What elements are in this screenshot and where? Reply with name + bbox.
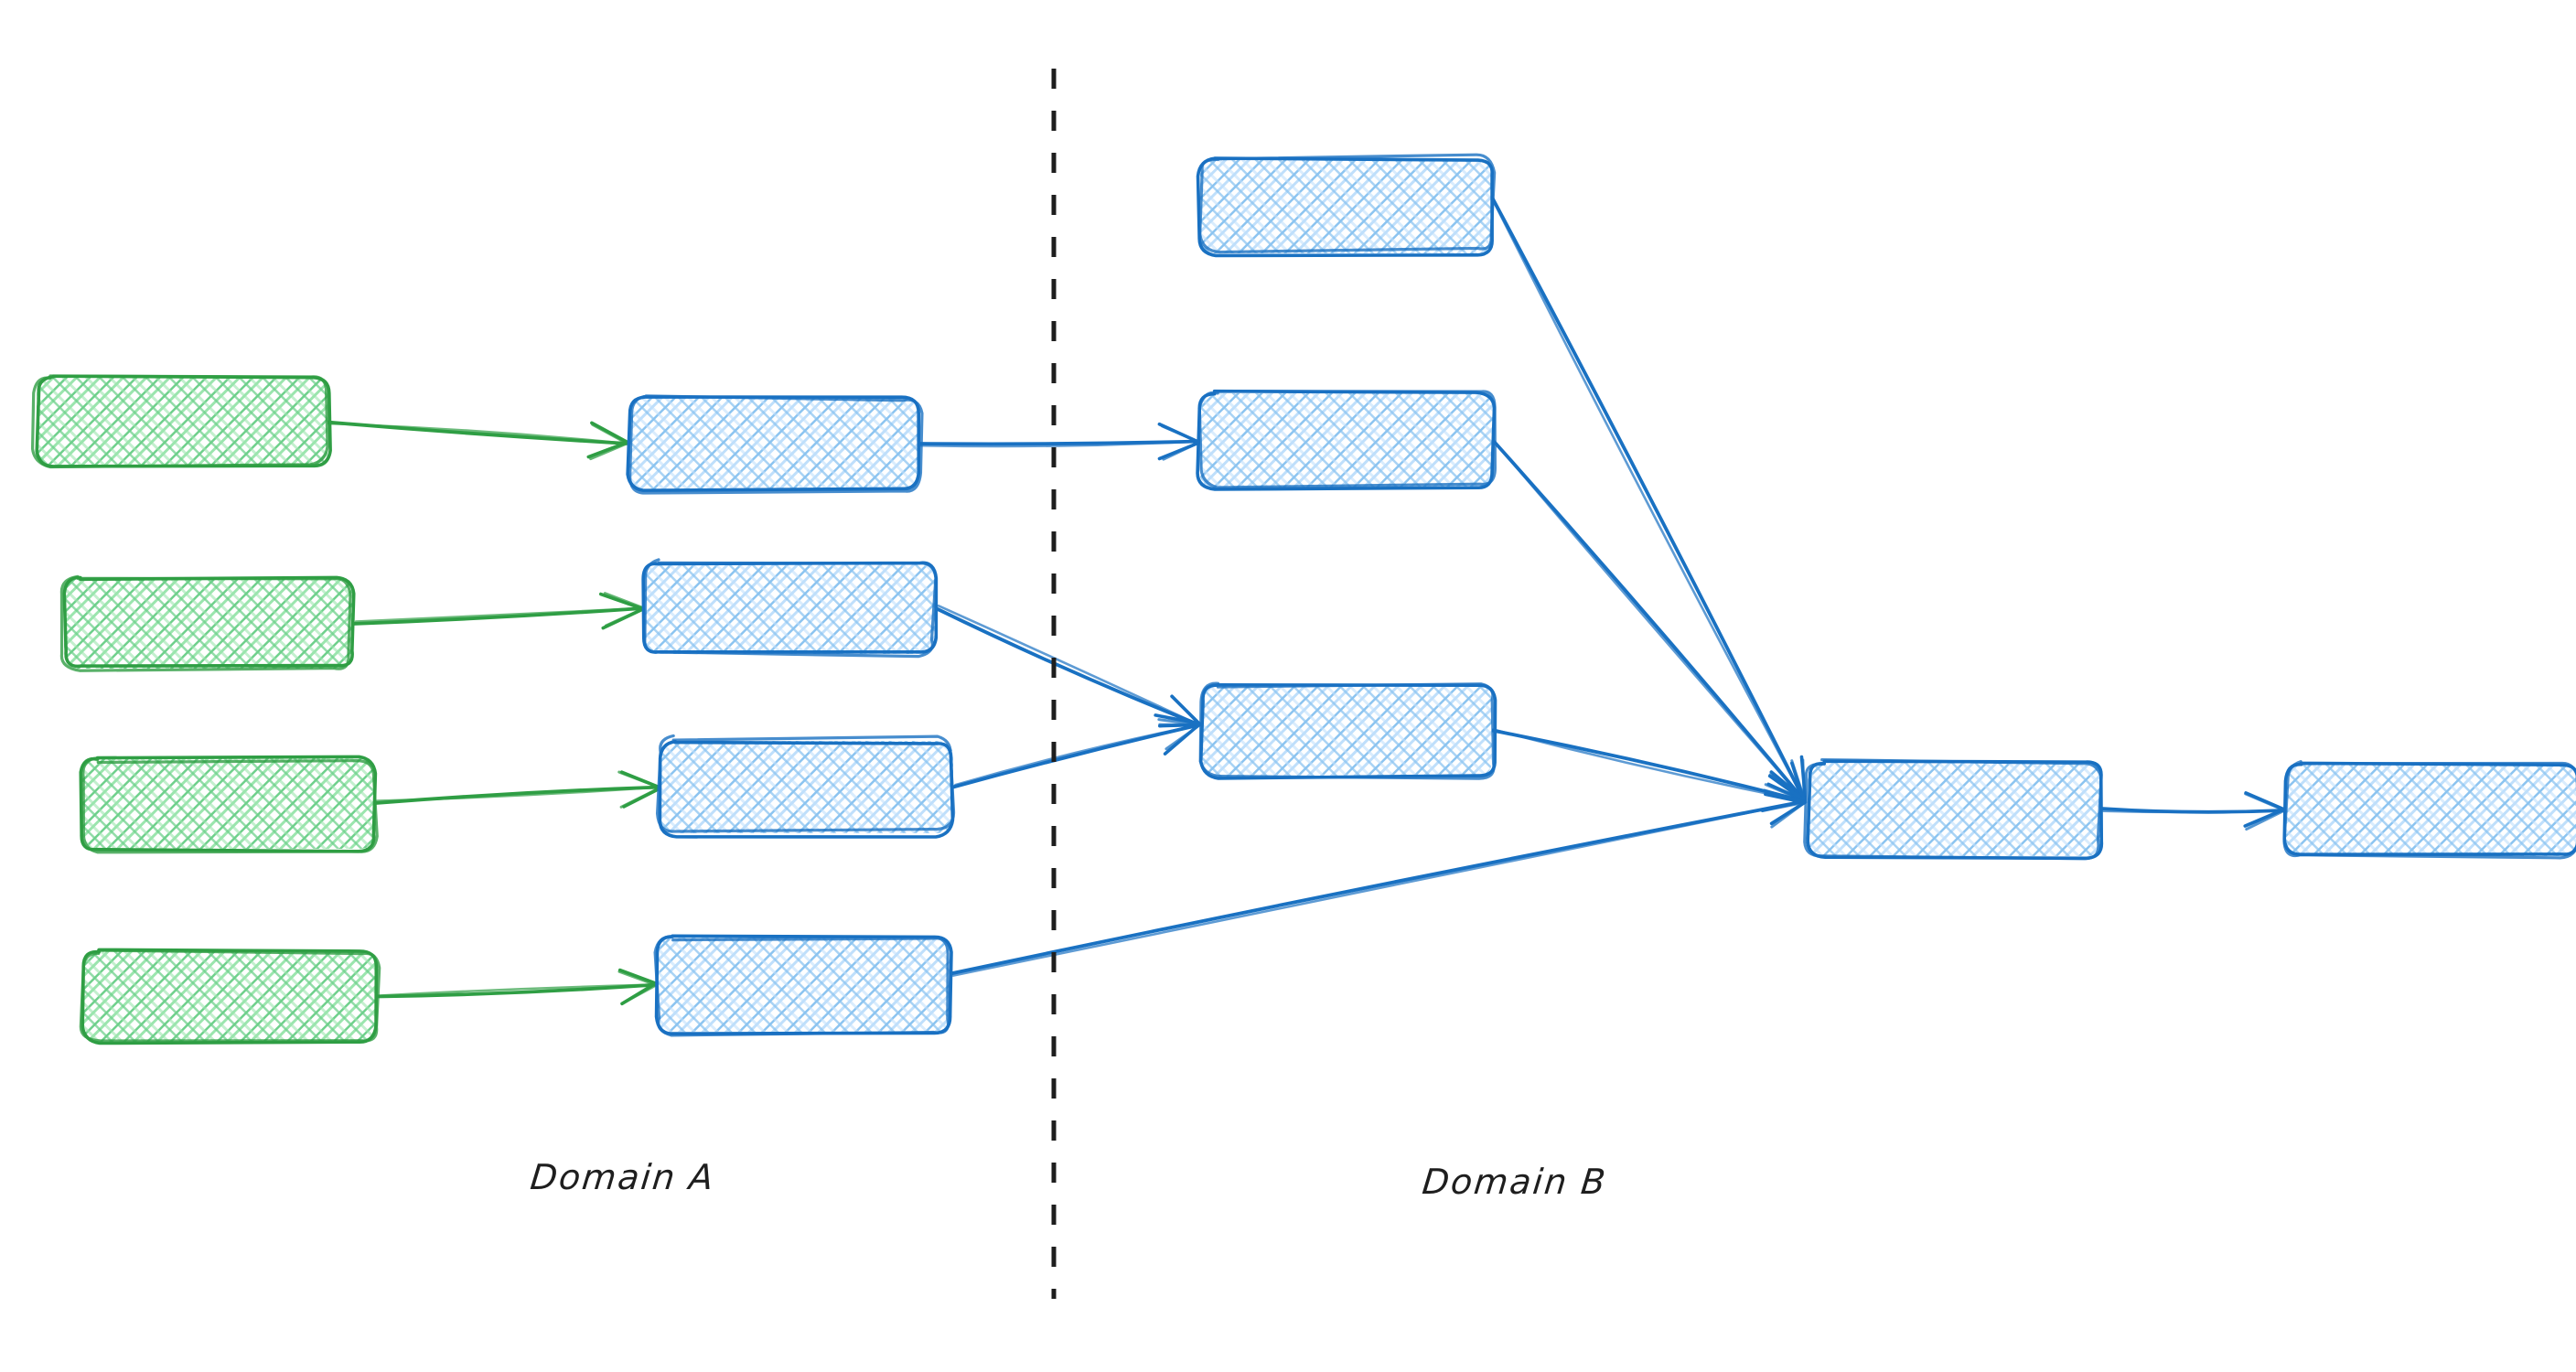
diagram-edge[interactable] <box>1490 728 1808 813</box>
diagram-node[interactable] <box>626 394 924 495</box>
diagram-node[interactable] <box>30 374 332 469</box>
diagram-edge[interactable] <box>374 770 663 809</box>
diagram-node[interactable] <box>1196 389 1497 491</box>
diagram-edge[interactable] <box>351 592 646 630</box>
diagram-node[interactable] <box>2282 760 2576 860</box>
nodes-layer <box>30 153 2576 1045</box>
diagram-edge[interactable] <box>915 422 1202 461</box>
diagram-node[interactable] <box>1803 757 2104 861</box>
diagram-node[interactable] <box>1198 681 1497 780</box>
edges-layer <box>326 197 2286 1006</box>
diagram-edge[interactable] <box>373 968 658 1006</box>
diagram-node[interactable] <box>655 734 956 839</box>
diagram-edge[interactable] <box>949 788 1807 977</box>
diagram-node[interactable] <box>653 934 953 1037</box>
diagram-edge[interactable] <box>934 605 1203 728</box>
diagram-node[interactable] <box>641 558 939 659</box>
diagram-edge[interactable] <box>326 420 629 461</box>
domain-label-domain-a: Domain A <box>528 1157 717 1197</box>
diagram-node[interactable] <box>1196 153 1497 258</box>
diagram-edge[interactable] <box>1491 197 1808 803</box>
domain-label-domain-b: Domain B <box>1420 1162 1609 1202</box>
diagram-node[interactable] <box>59 574 356 672</box>
diagram-node[interactable] <box>79 948 381 1045</box>
diagram-edge[interactable] <box>2099 791 2286 831</box>
diagram-node[interactable] <box>79 755 379 854</box>
